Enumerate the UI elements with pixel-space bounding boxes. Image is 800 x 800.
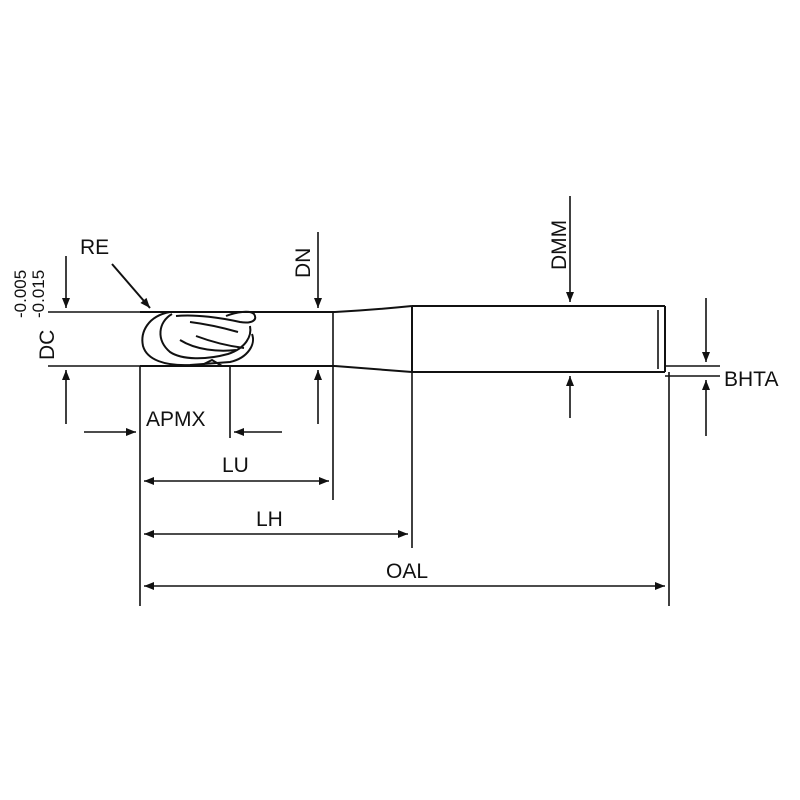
lu-label: LU — [222, 454, 249, 477]
re-label: RE — [80, 236, 109, 259]
bhta-dimension — [665, 298, 720, 436]
oal-label: OAL — [386, 560, 428, 583]
dc-tolerance-lower: -0.015 — [29, 270, 48, 318]
ball-nose-head — [141, 310, 257, 367]
bhta-label: BHTA — [724, 368, 778, 391]
extension-lines — [139, 312, 670, 606]
re-leader — [111, 263, 151, 309]
dc-label: DC — [36, 330, 59, 360]
dc-tolerance-upper: -0.005 — [11, 270, 30, 318]
apmx-label: APMX — [146, 408, 206, 431]
dn-label: DN — [292, 248, 315, 278]
tool-outline — [140, 305, 666, 373]
lh-label: LH — [256, 508, 283, 531]
dmm-label: DMM — [548, 220, 571, 270]
dc-dimension — [48, 256, 140, 424]
